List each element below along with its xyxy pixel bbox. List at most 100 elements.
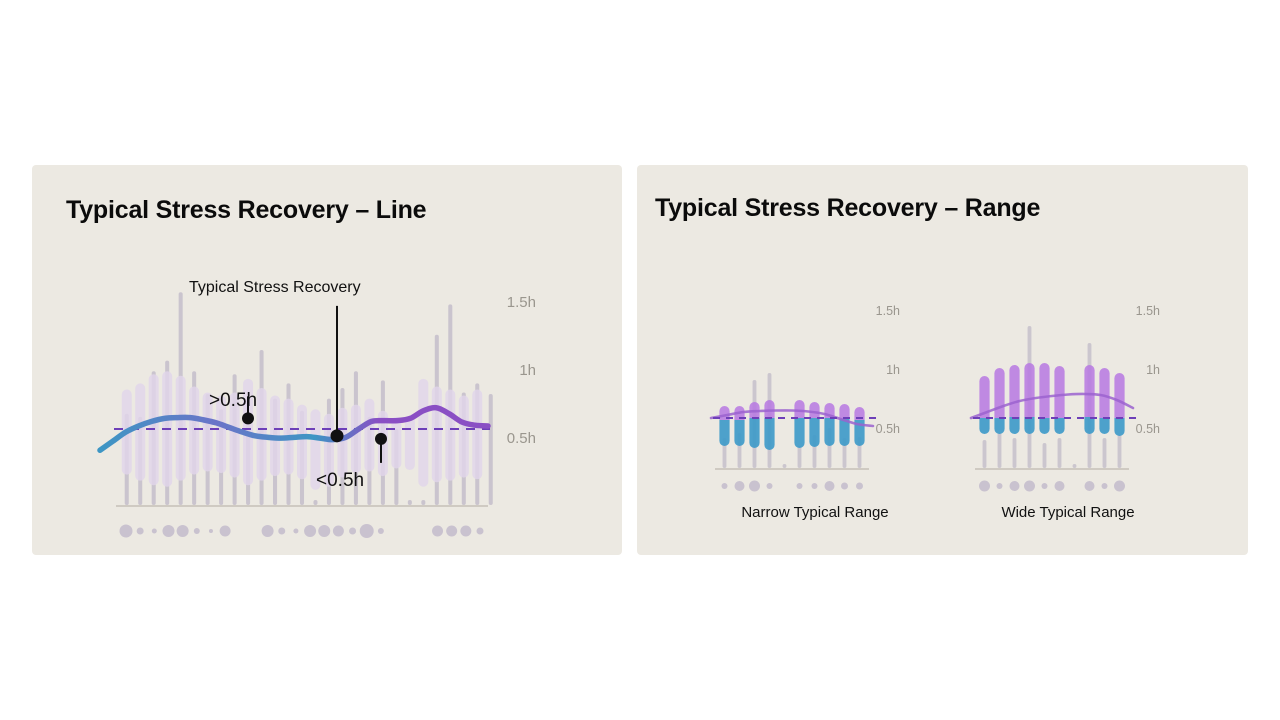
typical-stress-recovery-line <box>709 409 875 428</box>
daily-bar <box>313 500 318 505</box>
daily-bar <box>797 446 802 468</box>
range-bar-upper <box>1114 373 1125 418</box>
range-bar-lower <box>1084 417 1095 434</box>
axis-label-1h-wide: 1h <box>1146 363 1160 377</box>
range-bar-lower <box>1054 418 1065 434</box>
range-bar-lower <box>1009 417 1020 434</box>
typical-range-bar <box>337 407 348 478</box>
activity-dot <box>824 481 835 491</box>
daily-bar <box>1012 438 1017 468</box>
typical-stress-recovery-line <box>969 392 1135 420</box>
activity-dot <box>1024 480 1035 492</box>
range-bar-upper <box>1009 365 1020 417</box>
range-bar-upper <box>1099 368 1110 418</box>
daily-bar <box>488 394 493 505</box>
activity-dot <box>996 483 1003 489</box>
activity-dot <box>261 525 274 537</box>
activity-dot <box>136 527 144 535</box>
typical-range-bar <box>458 395 469 478</box>
activity-dot <box>811 483 818 489</box>
activity-dot <box>359 524 374 538</box>
activity-dot <box>1101 483 1108 489</box>
daily-bar <box>1072 464 1077 468</box>
typical-range-bar <box>404 416 415 471</box>
annotation-below-threshold: <0.5h <box>316 470 365 491</box>
typical-range-bar <box>418 378 429 487</box>
activity-dot <box>856 482 863 490</box>
range-bar-lower <box>994 418 1005 434</box>
daily-bar <box>1117 435 1122 468</box>
activity-dot <box>151 528 157 534</box>
typical-range-bars-group <box>121 371 483 490</box>
range-bar-upper <box>794 400 805 418</box>
activity-dot <box>446 525 458 537</box>
activity-dot <box>332 525 344 537</box>
wide-range-chart-graphic <box>969 326 1141 492</box>
range-bar-lower <box>839 419 850 446</box>
activity-dot <box>193 528 200 534</box>
activity-dot <box>721 483 728 489</box>
range-bar-upper <box>809 402 820 418</box>
svg-narrow-layers <box>709 373 881 492</box>
typical-stress-recovery-line <box>97 404 491 454</box>
activity-dot <box>162 525 175 537</box>
range-bar-lower <box>979 418 990 434</box>
axis-label-1-5h-left: 1.5h <box>506 294 536 311</box>
left-chart-layers <box>97 292 493 538</box>
activity-dot <box>1114 480 1125 492</box>
range-bar-lower <box>824 418 835 446</box>
activity-dot <box>432 525 444 537</box>
line-chart-graphic <box>97 292 493 538</box>
range-bar-upper <box>994 368 1005 418</box>
daily-bar <box>421 500 426 505</box>
daily-bar <box>782 464 787 468</box>
activity-dot <box>1054 481 1065 491</box>
activity-dot <box>176 525 189 537</box>
typical-range-bar <box>189 386 200 475</box>
typical-range-bar <box>297 404 307 480</box>
axis-label-0-5h-left: 0.5h <box>506 430 536 447</box>
activity-dot <box>349 527 357 535</box>
typical-range-bar <box>216 395 227 474</box>
typical-range-bar <box>391 416 402 469</box>
activity-dot-row <box>979 480 1125 492</box>
activity-dot <box>749 480 760 492</box>
daily-bar <box>407 500 412 505</box>
activity-dot <box>796 483 803 489</box>
typical-range-bar <box>202 392 213 472</box>
activity-dot <box>841 482 848 490</box>
marker-dot-below <box>375 432 387 445</box>
typical-range-bar <box>364 398 375 472</box>
caption-wide-typical-range: Wide Typical Range <box>1001 504 1135 521</box>
daily-bar <box>1102 438 1107 468</box>
range-bar-lower <box>734 420 745 446</box>
narrow-range-chart-graphic <box>709 373 881 492</box>
activity-dot <box>734 481 745 491</box>
activity-dot <box>460 525 472 537</box>
activity-dot <box>278 527 286 535</box>
activity-dot <box>304 525 317 537</box>
activity-dot <box>208 529 213 533</box>
daily-bar <box>982 440 987 468</box>
daily-bar <box>997 433 1002 468</box>
range-bar-lower <box>809 418 820 447</box>
range-bar-lower <box>1114 418 1125 436</box>
typical-range-bar <box>431 386 442 483</box>
axis-label-0-5h-wide: 0.5h <box>1135 422 1160 436</box>
activity-dot <box>318 525 331 537</box>
range-bar-upper <box>1054 366 1065 418</box>
range-bar-lower <box>719 420 730 446</box>
range-bar-upper <box>1024 363 1035 417</box>
activity-dot <box>119 524 133 538</box>
annotation-above-threshold: >0.5h <box>209 390 258 411</box>
callout-label-typical-stress-recovery: Typical Stress Recovery <box>189 279 361 296</box>
typical-range-bar <box>323 413 334 487</box>
activity-dot-row <box>721 480 863 492</box>
callout-dot <box>330 429 344 443</box>
typical-range-bar <box>350 404 361 474</box>
daily-bar <box>1057 438 1062 468</box>
axis-label-1h-left: 1h <box>519 362 536 379</box>
range-bar-upper <box>854 407 865 420</box>
caption-narrow-typical-range: Narrow Typical Range <box>741 504 889 521</box>
